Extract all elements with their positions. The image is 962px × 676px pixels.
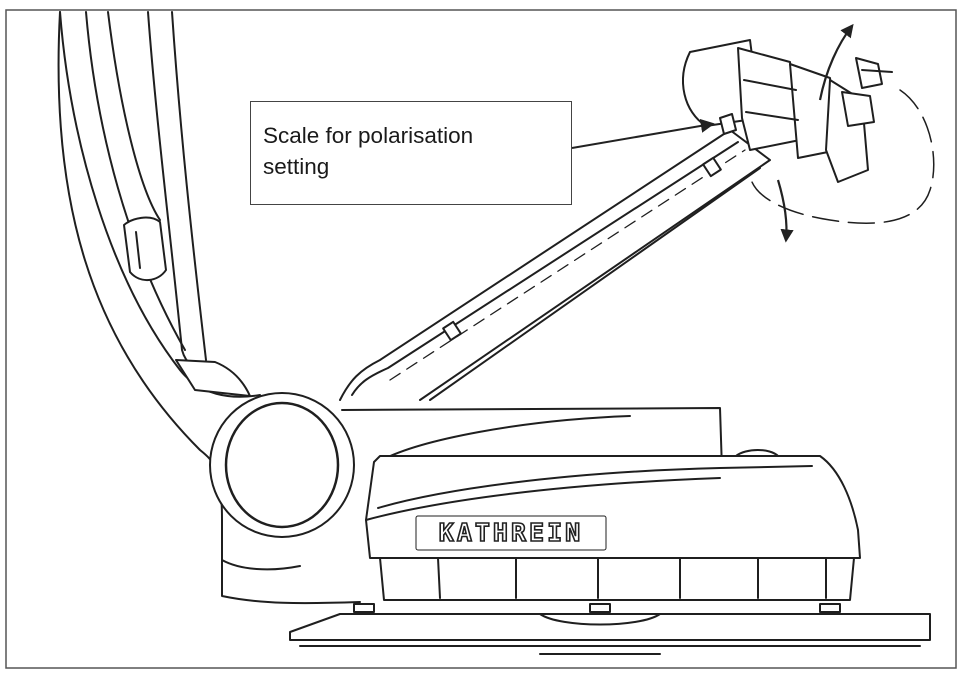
outer-border (5, 9, 957, 669)
rotation-path (751, 89, 935, 224)
dish-reflector (57, 11, 261, 521)
base-skirt (379, 557, 855, 601)
callout-label: Scale for polarisation setting (263, 123, 474, 179)
callout-box: Scale for polarisation setting (250, 101, 572, 205)
pivot-hub (209, 392, 361, 605)
brand-logo: KATHREIN (438, 517, 584, 548)
lnb-feed (682, 39, 893, 183)
callout-leader-arrow (571, 118, 715, 149)
boom-arm (339, 129, 771, 401)
logo-plate (415, 515, 607, 551)
mounting-plate (289, 603, 931, 655)
rotation-arrow-down (776, 179, 794, 243)
rotation-arrow-up (818, 23, 854, 101)
rotation-arrows (776, 23, 854, 243)
